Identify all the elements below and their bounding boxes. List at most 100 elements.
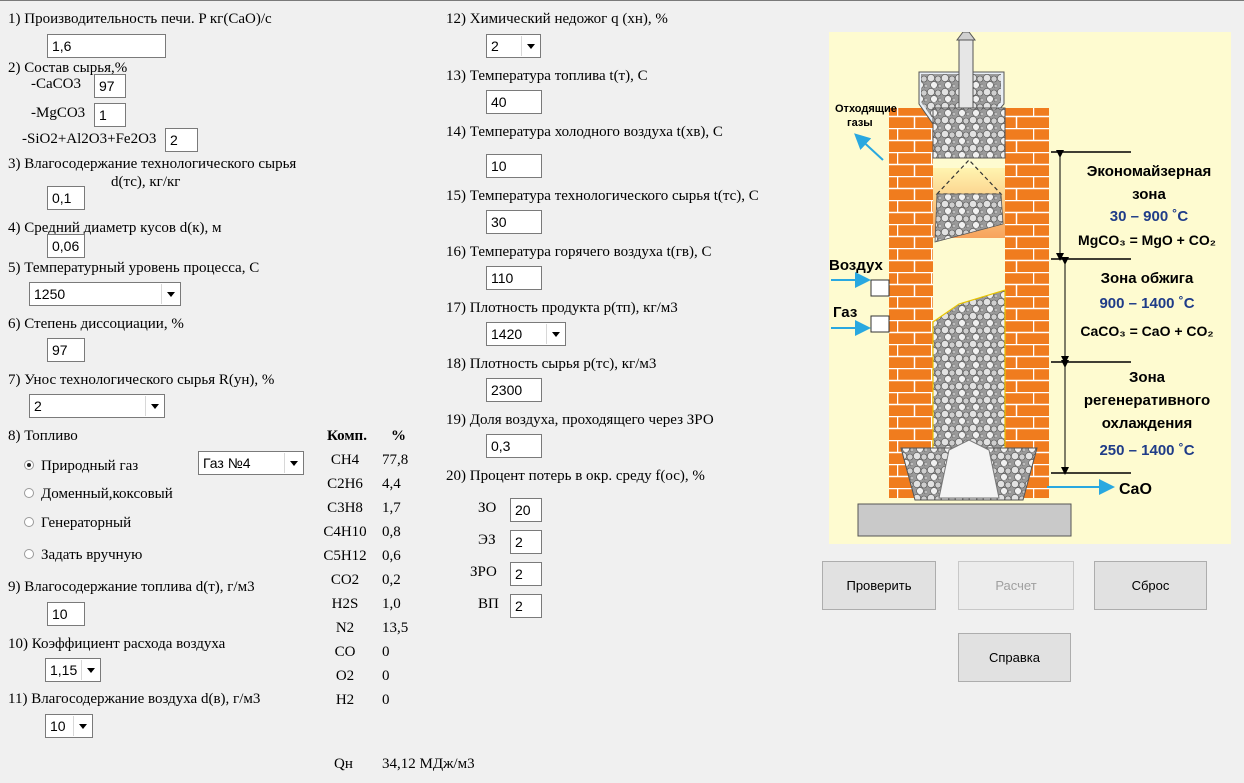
- output-label: CaO: [1119, 481, 1152, 498]
- fuel-radio-blast-furnace[interactable]: [24, 488, 34, 498]
- kiln-diagram: Отходящие газы Воздух Газ CaO Экономайзе…: [829, 32, 1231, 544]
- loss-label-zro: ЗРО: [470, 564, 497, 580]
- p18-input[interactable]: 2300: [486, 378, 542, 402]
- p1-label: 1) Производительность печи. P кг(CaO)/c: [8, 11, 272, 27]
- kiln-feed-top: [956, 32, 976, 41]
- p5-select-value: 1250: [34, 286, 66, 302]
- caco3-input[interactable]: 97: [94, 74, 126, 98]
- p12-select[interactable]: 2: [486, 34, 541, 58]
- composition-component: C4H10: [323, 524, 367, 540]
- qn-label: Qн: [334, 756, 353, 772]
- p4-label: 4) Средний диаметр кусов d(к), м: [8, 220, 222, 236]
- zone1-title: Экономайзерная: [1087, 163, 1212, 180]
- p6-label: 6) Степень диссоциации, %: [8, 316, 184, 332]
- kiln-charge-main: [932, 289, 1006, 463]
- p7-select[interactable]: 2: [29, 394, 165, 418]
- p5-select[interactable]: 1250: [29, 282, 181, 306]
- chevron-down-icon[interactable]: [145, 396, 163, 416]
- p5-label: 5) Температурный уровень процесса, С: [8, 260, 260, 276]
- p9-label: 9) Влагосодержание топлива d(т), г/м3: [8, 579, 255, 595]
- p11-select[interactable]: 10: [45, 714, 93, 738]
- composition-percent: 1,0: [382, 596, 401, 612]
- p13-label: 13) Температура топлива t(т), С: [446, 68, 648, 84]
- zone3-temperature: 250 – 1400 ˚C: [1099, 442, 1194, 459]
- check-button[interactable]: Проверить: [822, 561, 936, 610]
- fuel-radio-natural-gas[interactable]: [24, 460, 34, 470]
- chevron-down-icon[interactable]: [546, 324, 564, 344]
- fuel-option-label: Доменный,коксовый: [41, 486, 173, 502]
- composition-header-pct: %: [391, 428, 406, 444]
- mgco3-input[interactable]: 1: [94, 103, 126, 127]
- gas-label: Газ: [833, 304, 857, 321]
- sio2-label: -SiO2+Al2O3+Fe2O3: [22, 131, 157, 147]
- composition-percent: 0: [382, 668, 390, 684]
- window-top-border: [0, 0, 1244, 1]
- composition-component: O2: [335, 668, 355, 684]
- reset-button-label: Сброс: [1131, 578, 1170, 593]
- calculate-button[interactable]: Расчет: [958, 561, 1074, 610]
- composition-component: CO: [334, 644, 356, 660]
- composition-percent: 0: [382, 692, 390, 708]
- zone1-temperature: 30 – 900 ˚C: [1110, 208, 1189, 225]
- p14-input[interactable]: 10: [486, 154, 542, 178]
- fuel-option-label: Генераторный: [41, 515, 132, 531]
- chevron-down-icon[interactable]: [161, 284, 179, 304]
- composition-percent: 1,7: [382, 500, 401, 516]
- calculate-button-label: Расчет: [995, 578, 1037, 593]
- fuel-radio-generator[interactable]: [24, 517, 34, 527]
- p11-select-value: 10: [50, 718, 66, 734]
- loss-input-zo[interactable]: 20: [510, 498, 542, 522]
- composition-component: C5H12: [323, 548, 367, 564]
- p12-label: 12) Химический недожог q (хн), %: [446, 11, 668, 27]
- p15-label: 15) Температура технологического сырья t…: [446, 188, 759, 204]
- p7-label: 7) Унос технологического сырья R(ун), %: [8, 372, 275, 388]
- p2-label: 2) Состав сырья,%: [8, 60, 128, 76]
- chevron-down-icon[interactable]: [81, 660, 99, 680]
- p6-input[interactable]: 97: [47, 338, 85, 362]
- loss-label-vp: ВП: [478, 596, 499, 612]
- chevron-down-icon[interactable]: [284, 453, 302, 473]
- help-button[interactable]: Справка: [958, 633, 1071, 682]
- p4-input[interactable]: 0,06: [47, 234, 85, 258]
- air-label: Воздух: [829, 257, 883, 274]
- composition-percent: 4,4: [382, 476, 401, 492]
- p19-input[interactable]: 0,3: [486, 434, 542, 458]
- loss-input-zro[interactable]: 2: [510, 562, 542, 586]
- zone3-title: охлаждения: [1102, 415, 1193, 432]
- p14-label: 14) Температура холодного воздуха t(хв),…: [446, 124, 723, 140]
- loss-input-vp[interactable]: 2: [510, 594, 542, 618]
- composition-component: H2S: [331, 596, 359, 612]
- loss-label-zo: ЗО: [478, 500, 497, 516]
- p3-unit-label: d(тс), кг/кг: [111, 174, 181, 190]
- p15-input[interactable]: 30: [486, 210, 542, 234]
- sio2-input[interactable]: 2: [165, 128, 198, 152]
- chevron-down-icon[interactable]: [521, 36, 539, 56]
- composition-percent: 0,2: [382, 572, 401, 588]
- chevron-down-icon[interactable]: [73, 716, 91, 736]
- reset-button[interactable]: Сброс: [1094, 561, 1207, 610]
- kiln-base: [857, 503, 1072, 537]
- qn-value: 34,12 МДж/м3: [382, 756, 475, 772]
- p17-label: 17) Плотность продукта р(тп), кг/м3: [446, 300, 678, 316]
- composition-component: C2H6: [327, 476, 363, 492]
- p9-input[interactable]: 10: [47, 602, 85, 626]
- loss-label-ez: ЭЗ: [478, 532, 496, 548]
- p3-input[interactable]: 0,1: [47, 186, 85, 210]
- p13-input[interactable]: 40: [486, 90, 542, 114]
- composition-percent: 13,5: [382, 620, 409, 636]
- loss-input-ez[interactable]: 2: [510, 530, 542, 554]
- p20-label: 20) Процент потерь в окр. среду f(ос), %: [446, 468, 705, 484]
- gas-select[interactable]: Газ №4: [198, 451, 304, 475]
- p10-select[interactable]: 1,15: [45, 658, 101, 682]
- p7-select-value: 2: [34, 398, 42, 414]
- fuel-option-label: Задать вручную: [41, 547, 143, 563]
- p17-select[interactable]: 1420: [486, 322, 566, 346]
- composition-component: CH4: [330, 452, 360, 468]
- composition-component: CO2: [330, 572, 360, 588]
- fuel-radio-manual[interactable]: [24, 549, 34, 559]
- p1-input[interactable]: 1,6: [47, 34, 166, 58]
- composition-percent: 0,6: [382, 548, 401, 564]
- p18-label: 18) Плотность сырья р(тс), кг/м3: [446, 356, 657, 372]
- p16-input[interactable]: 110: [486, 266, 542, 290]
- zone3-title: Зона: [1129, 369, 1166, 386]
